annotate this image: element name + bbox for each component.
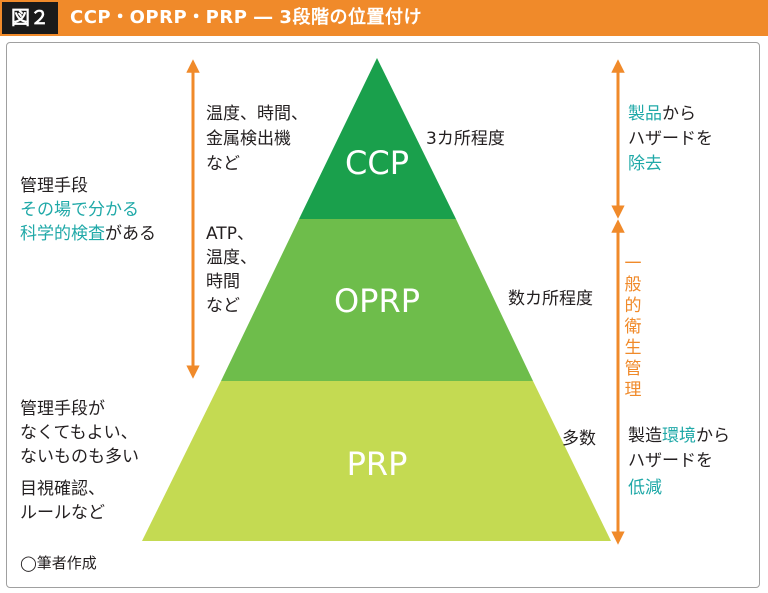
oprp-example-1: ATP、 xyxy=(206,224,254,244)
diagram-frame xyxy=(6,42,760,588)
ccp-example-2: 金属検出機 xyxy=(206,129,291,149)
management-line-1: 管理手段 xyxy=(20,176,88,196)
ccp-purpose-3: 除去 xyxy=(628,154,662,174)
prp-management-1: 管理手段が xyxy=(20,399,105,419)
figure-title: CCP・OPRP・PRP ― 3段階の位置付け xyxy=(70,7,422,28)
pyramid-tier-ccp xyxy=(299,58,456,219)
prp-management-3: ないものも多い xyxy=(20,447,139,467)
pyramid-tier-prp xyxy=(142,381,611,541)
oprp-example-2: 温度、 xyxy=(206,248,257,268)
general-hygiene-label: 一 般 的 衛 生 管 理 xyxy=(624,254,642,400)
ccp-example-3: など xyxy=(206,154,240,174)
credit-note: ◯筆者作成 xyxy=(20,554,97,572)
oprp-example-3: 時間 xyxy=(206,272,240,292)
management-line-3: 科学的検査がある xyxy=(20,224,156,244)
prp-count: 多数 xyxy=(562,429,596,449)
oprp-count: 数カ所程度 xyxy=(508,289,593,309)
pyramid-tier-oprp xyxy=(221,219,533,381)
ccp-label: CCP xyxy=(345,144,409,182)
ccp-purpose-2: ハザードを xyxy=(628,129,713,149)
prp-purpose-3: 低減 xyxy=(628,478,662,498)
oprp-label: OPRP xyxy=(333,282,420,320)
ccp-example-1: 温度、時間、 xyxy=(206,104,308,124)
prp-management-2: なくてもよい、 xyxy=(20,423,138,443)
prp-purpose-1: 製造環境から xyxy=(628,426,730,446)
prp-label: PRP xyxy=(346,445,408,483)
ccp-purpose-1: 製品から xyxy=(628,104,696,124)
figure-number: 図２ xyxy=(2,2,58,34)
oprp-example-4: など xyxy=(206,296,240,316)
prp-example-1: 目視確認、 xyxy=(20,479,105,499)
figure-header: 図２ CCP・OPRP・PRP ― 3段階の位置付け xyxy=(0,0,768,36)
ccp-count: 3カ所程度 xyxy=(426,129,505,149)
prp-example-2: ルールなど xyxy=(20,503,105,523)
management-line-2: その場で分かる xyxy=(20,200,139,220)
prp-purpose-2: ハザードを xyxy=(628,451,713,471)
